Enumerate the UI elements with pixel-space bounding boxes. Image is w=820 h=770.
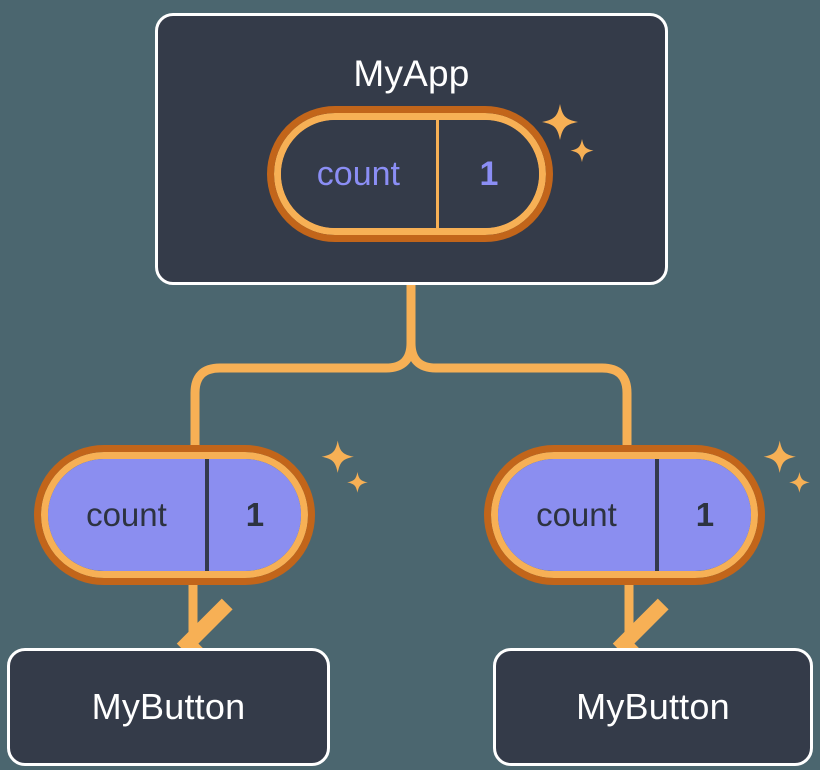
state-value-label: 1	[204, 459, 301, 571]
state-pill-body: count 1	[34, 445, 315, 585]
state-key-label: count	[498, 459, 655, 571]
connector-branch-left	[190, 342, 416, 452]
component-label-myapp: MyApp	[353, 53, 470, 94]
sparkle-large-icon	[763, 440, 796, 473]
state-key-label: count	[48, 459, 205, 571]
state-value-label: 1	[435, 120, 539, 228]
component-label-mybutton: MyButton	[576, 686, 730, 727]
state-pill-child-right[interactable]: count 1	[484, 445, 765, 585]
sparkle-small-icon	[347, 472, 368, 493]
state-key-label: count	[281, 120, 436, 228]
component-card-mybutton-right[interactable]: MyButton	[493, 648, 813, 766]
component-label-mybutton: MyButton	[91, 686, 246, 727]
state-value-label: 1	[654, 459, 751, 571]
sparkle-large-icon	[321, 440, 354, 473]
sparkles-icon-left	[318, 440, 370, 509]
connector-branch-right	[406, 342, 632, 452]
state-pill-body: count 1	[267, 106, 553, 242]
component-card-mybutton-left[interactable]: MyButton	[7, 648, 330, 766]
sparkles-icon-right	[760, 440, 812, 509]
sparkle-small-icon	[789, 472, 810, 493]
state-pill-myapp[interactable]: count 1	[267, 106, 553, 242]
state-pill-child-left[interactable]: count 1	[34, 445, 315, 585]
state-pill-body: count 1	[484, 445, 765, 585]
